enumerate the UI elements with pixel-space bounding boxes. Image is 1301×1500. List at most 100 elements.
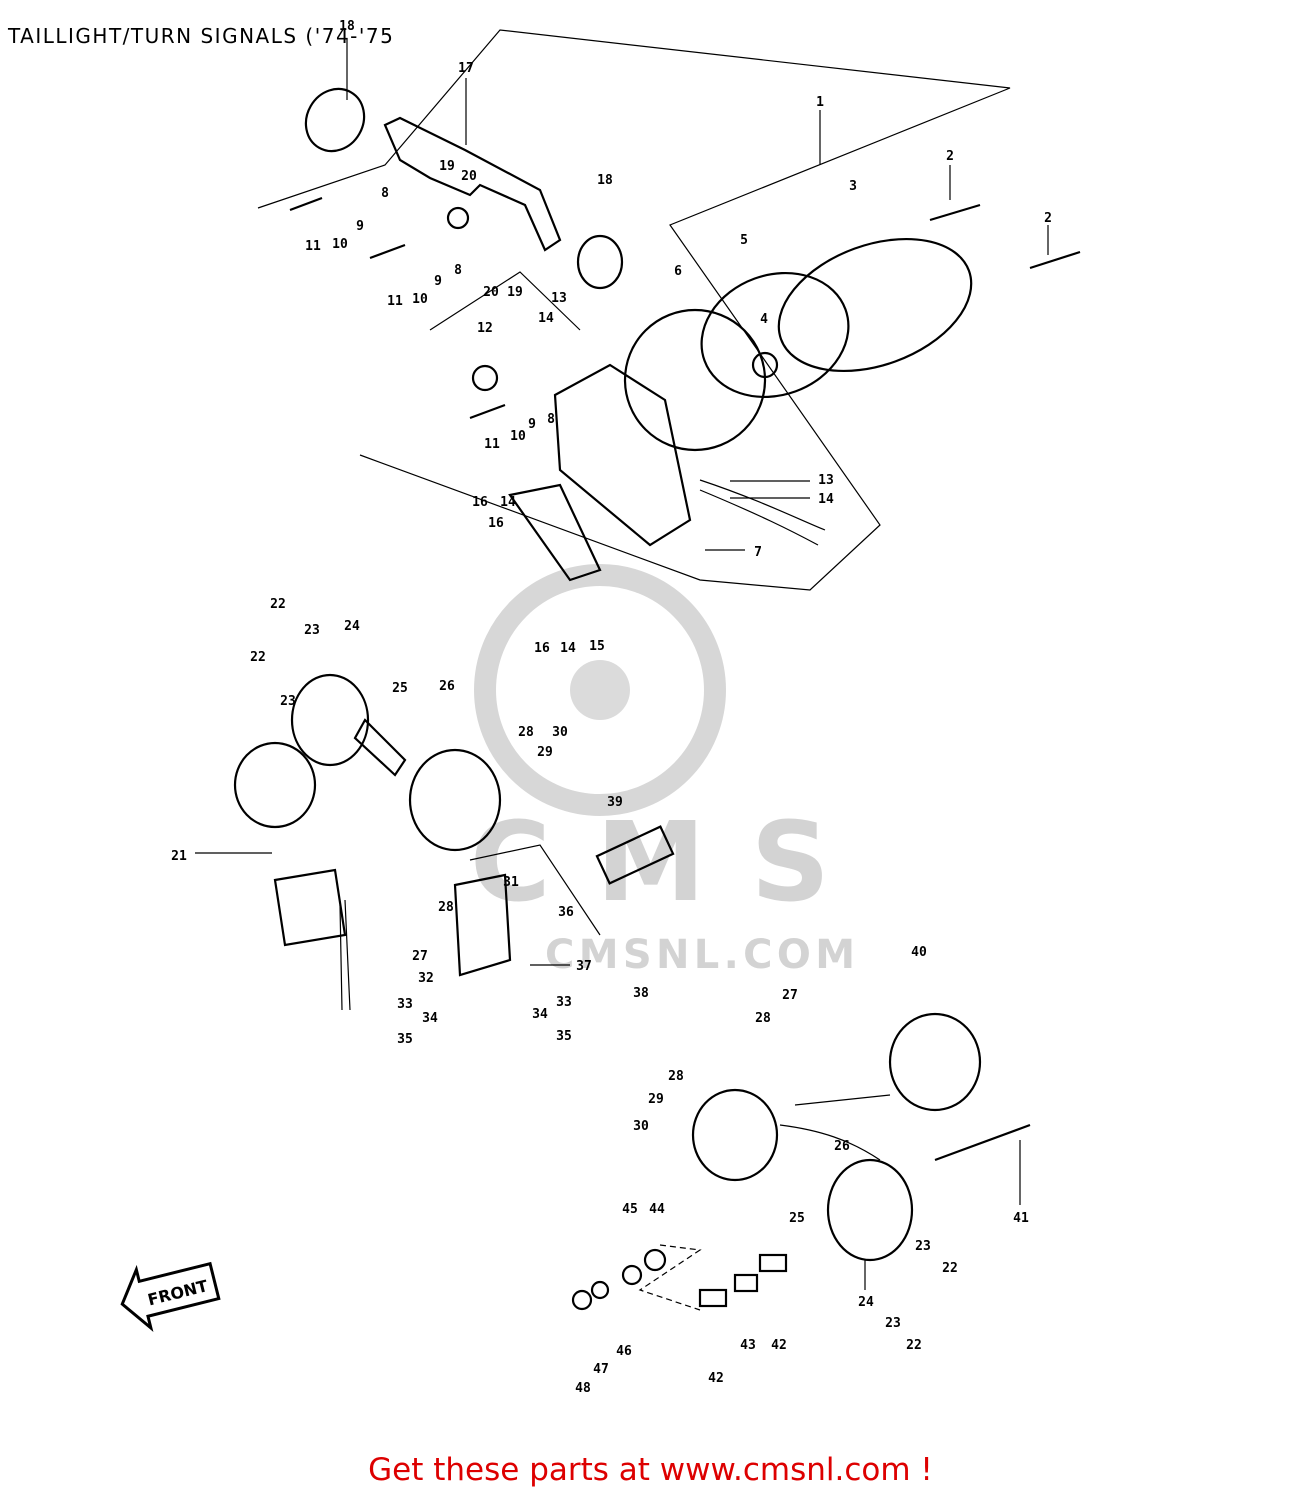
- right-rear-housing: [888, 1012, 982, 1112]
- callout-label: 32: [418, 971, 434, 986]
- footer: Get these parts at www.cmsnl.com !: [0, 1452, 1301, 1488]
- taillight-base: [623, 308, 767, 452]
- callout-label: 23: [885, 1316, 901, 1331]
- callout-label: 47: [593, 1362, 609, 1377]
- callout-label: 9: [528, 417, 536, 432]
- lens-screw-2: [1029, 250, 1081, 270]
- bolt-a: [289, 196, 323, 212]
- leader-lines: [195, 38, 1049, 1290]
- taillight-assembly-outline: [257, 29, 1011, 591]
- callout-label: 46: [616, 1344, 632, 1359]
- left-mount-clamp: [453, 873, 512, 977]
- exploded-parts-diagram: CMS CMSNL.COM: [120, 19, 1081, 1396]
- lens-screw-1: [929, 203, 981, 222]
- diagram-title: TAILLIGHT/TURN SIGNALS ('74-'75: [8, 24, 395, 48]
- left-stem: [353, 718, 407, 777]
- taillight-wires: [699, 479, 826, 546]
- connector-42b: [758, 1253, 788, 1273]
- callout-label: 19: [439, 159, 455, 174]
- callout-label: 26: [439, 679, 455, 694]
- tail-lens: [777, 237, 973, 373]
- callout-label: 30: [552, 725, 568, 740]
- left-signal-body: [408, 748, 502, 852]
- callout-label: 42: [708, 1371, 724, 1386]
- callout-label: 15: [589, 639, 605, 654]
- lens-gasket: [700, 271, 850, 399]
- callout-label: 14: [818, 492, 834, 507]
- right-stem: [934, 1123, 1031, 1162]
- callout-label: 48: [575, 1381, 591, 1396]
- callout-label: 25: [789, 1211, 805, 1226]
- callout-label: 30: [633, 1119, 649, 1134]
- callout-label: 10: [332, 237, 348, 252]
- callout-label: 12: [477, 321, 493, 336]
- callout-label: 41: [1013, 1211, 1029, 1226]
- callout-label: 38: [633, 986, 649, 1001]
- parts-taillight: [289, 87, 1081, 582]
- watermark-mascot-eye: [570, 660, 630, 720]
- right-signal-body: [691, 1088, 779, 1182]
- callout-label: 28: [668, 1069, 684, 1084]
- callout-label: 22: [270, 597, 286, 612]
- callout-label: 24: [858, 1295, 874, 1310]
- callout-label: 20: [483, 285, 499, 300]
- parts-left-turn-signal: [233, 673, 675, 1011]
- callout-label: 4: [760, 312, 768, 327]
- left-rear-housing: [233, 741, 317, 829]
- callout-label: 17: [458, 61, 474, 76]
- callout-label: 22: [250, 650, 266, 665]
- callout-label: 36: [558, 905, 574, 920]
- callout-label: 11: [387, 294, 403, 309]
- callout-label: 14: [538, 311, 554, 326]
- left-front-lens: [290, 673, 370, 767]
- callout-label: 18: [597, 173, 613, 188]
- callout-label: 27: [412, 949, 428, 964]
- callout-label: 14: [500, 495, 516, 510]
- left-signal-wires: [339, 844, 601, 1011]
- callout-label: 31: [503, 875, 519, 890]
- right-signal-wires: [779, 1094, 891, 1161]
- right-front-lens: [826, 1158, 914, 1262]
- callout-label: 14: [560, 641, 576, 656]
- callout-label: 9: [356, 219, 364, 234]
- callout-label: 35: [556, 1029, 572, 1044]
- callout-label: 28: [438, 900, 454, 915]
- callout-label: 33: [397, 997, 413, 1012]
- callout-label: 8: [381, 186, 389, 201]
- reflector-disc: [304, 87, 366, 153]
- callout-label: 23: [304, 623, 320, 638]
- watermark-site: CMSNL.COM: [545, 932, 855, 978]
- callout-label: 26: [834, 1139, 850, 1154]
- callout-label: 23: [915, 1239, 931, 1254]
- taillight-bracket: [553, 363, 692, 547]
- nut-48: [571, 1289, 593, 1311]
- callout-label: 34: [532, 1007, 548, 1022]
- callout-label: 3: [849, 179, 857, 194]
- callout-label: 22: [942, 1261, 958, 1276]
- connector-43: [733, 1273, 759, 1293]
- front-arrow-shape: [120, 1261, 221, 1332]
- callout-label: 8: [454, 263, 462, 278]
- callout-label: 16: [472, 495, 488, 510]
- callout-label: 44: [649, 1202, 665, 1217]
- watermark: CMS CMSNL.COM: [470, 564, 855, 978]
- callout-label: 8: [547, 412, 555, 427]
- plate-gasket: [508, 483, 602, 582]
- watermark-mascot-head: [474, 564, 726, 816]
- footer-link[interactable]: Get these parts at www.cmsnl.com !: [368, 1452, 933, 1488]
- callout-label: 2: [946, 149, 954, 164]
- callout-label: 29: [648, 1092, 664, 1107]
- nut-12: [471, 364, 499, 392]
- parts-right-turn-signal: [571, 1012, 1031, 1311]
- callout-label: 28: [755, 1011, 771, 1026]
- callout-label: 43: [740, 1338, 756, 1353]
- callout-label: 20: [461, 169, 477, 184]
- callout-label: 7: [754, 545, 762, 560]
- side-reflector: [576, 234, 624, 290]
- washer-46: [621, 1264, 643, 1286]
- callout-label: 33: [556, 995, 572, 1010]
- callout-label: 45: [622, 1202, 638, 1217]
- bolt-c: [469, 403, 506, 420]
- turn-signal-bracket-outline: [429, 271, 581, 331]
